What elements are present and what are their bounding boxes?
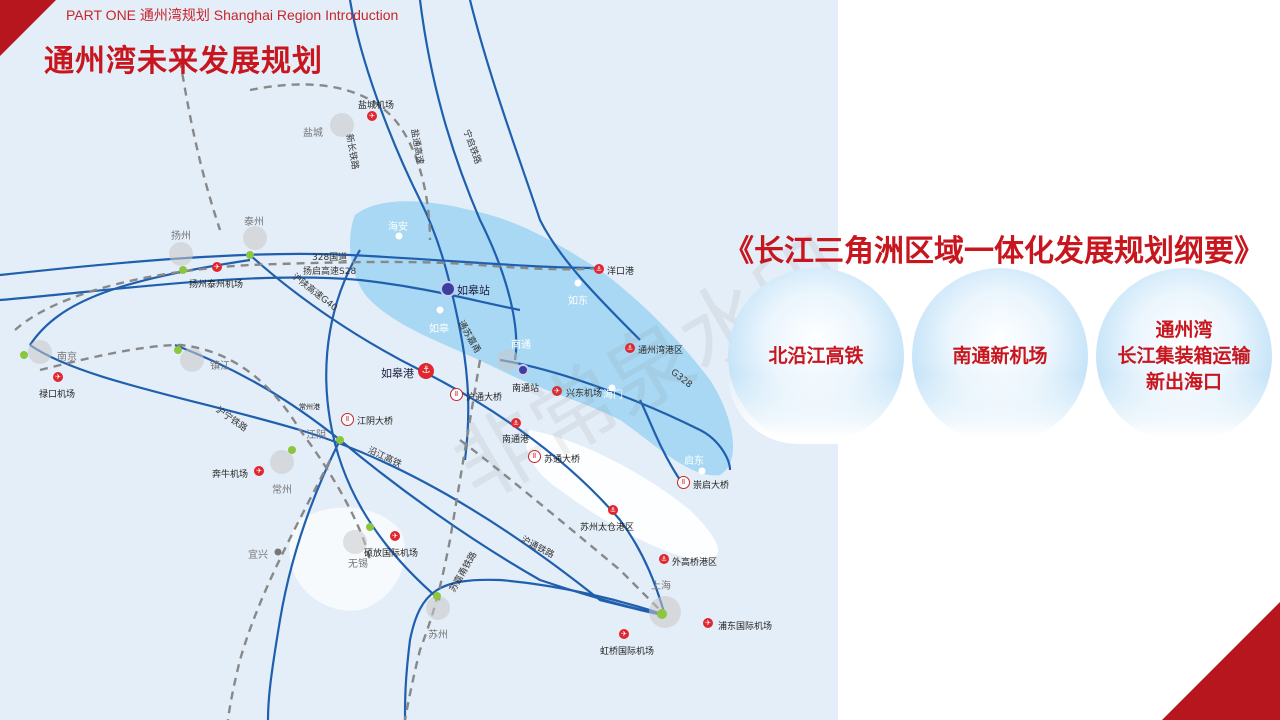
bridge-label-jiangyin: 江阴大桥 — [357, 417, 394, 427]
city-label-jiangyin: 江阴 — [306, 430, 326, 441]
airport-icon: ✈ — [212, 262, 222, 272]
airport-icon: ✈ — [552, 386, 562, 396]
station-icon — [440, 281, 456, 297]
port-icon: ⚓ — [511, 418, 521, 428]
city-label-shanghai: 上海 — [651, 581, 671, 592]
airport-label-xingdong: 兴东机场 — [566, 389, 603, 399]
bridge-icon: Ⅱ — [528, 450, 541, 463]
port-label-nantong: 南通港 — [502, 435, 530, 445]
bridge-label-sutong: 苏通大桥 — [544, 455, 581, 465]
airport-icon: ✈ — [703, 618, 713, 628]
city-label-changzhou: 常州 — [272, 485, 292, 496]
airport-label-benniu: 奔牛机场 — [212, 470, 249, 480]
bridge-icon: Ⅱ — [341, 413, 354, 426]
port-icon: ⚓ — [659, 554, 669, 564]
city-label-wuxi: 无锡 — [348, 559, 368, 570]
bubble-new-seaport: 通州湾 长江集装箱运输 新出海口 — [1096, 268, 1272, 444]
port-icon: ⚓ — [625, 343, 635, 353]
city-label-yangzhou: 扬州 — [171, 231, 191, 242]
port-label-yangkou: 洋口港 — [607, 267, 635, 277]
airport-label-yangtai: 扬州泰州机场 — [189, 280, 244, 290]
city-label-rugao: 如皋 — [429, 324, 449, 335]
city-label-nantong: 南通 — [511, 340, 531, 351]
station-icon — [517, 364, 529, 376]
airport-icon: ✈ — [619, 629, 629, 639]
port-icon: ⚓ — [608, 505, 618, 515]
airport-label-shuofang: 硕放国际机场 — [364, 549, 419, 559]
port-icon: ⚓ — [418, 363, 434, 379]
bubble-label: 北沿江高铁 — [768, 345, 864, 367]
city-label-yancheng: 盐城 — [303, 128, 323, 139]
city-label-taizhou: 泰州 — [244, 217, 264, 228]
port-icon: ⚓ — [594, 264, 604, 274]
airport-label-yancheng: 盐城机场 — [358, 101, 395, 111]
port-label-tzw: 通州湾港区 — [638, 346, 684, 356]
section-subtitle: PART ONE 通州湾规划 Shanghai Region Introduct… — [66, 7, 399, 23]
corner-decoration — [0, 0, 56, 56]
port-label-waigaoqiao: 外高桥港区 — [672, 558, 718, 568]
station-label-nantong: 南通站 — [512, 384, 540, 394]
plan-headline: 《长江三角洲区域一体化发展规划纲要》 — [724, 234, 1264, 269]
chongming-island — [526, 430, 719, 560]
city-label-nanjing: 南京 — [57, 352, 77, 363]
map-canvas — [0, 0, 734, 720]
airport-icon: ✈ — [254, 466, 264, 476]
taihu-lake — [289, 507, 406, 611]
bubble-label: 南通新机场 — [952, 345, 1048, 367]
road-label-328: 328国道 — [312, 253, 348, 263]
city-label-qidong: 启东 — [684, 456, 704, 467]
bubble-new-airport: 南通新机场 — [912, 268, 1088, 444]
airport-icon: ✈ — [367, 111, 377, 121]
page-title: 通州湾未来发展规划 — [44, 44, 323, 79]
bridge-icon: Ⅱ — [450, 388, 463, 401]
port-label-rugao: 如皋港 — [381, 367, 414, 380]
bubble-north-rail: 北沿江高铁 — [728, 268, 904, 444]
port-label-changzhou: 常州港 — [299, 403, 320, 411]
road-label-s28: 扬启高速S28 — [303, 267, 357, 277]
airport-label-lukou: 禄口机场 — [39, 390, 76, 400]
bridge-label-hutong: 沪通大桥 — [466, 393, 503, 403]
city-label-yixing: 宜兴 — [248, 550, 268, 561]
airport-label-pudong: 浦东国际机场 — [718, 622, 773, 632]
city-label-suzhou: 苏州 — [428, 630, 448, 641]
station-label-rugao: 如皋站 — [457, 284, 490, 297]
corner-decoration — [1162, 602, 1280, 720]
airport-label-hongqiao: 虹桥国际机场 — [600, 647, 655, 657]
bridge-icon: Ⅱ — [677, 476, 690, 489]
city-label-rudong: 如东 — [568, 296, 588, 307]
city-label-haimen: 海门 — [603, 390, 623, 401]
airport-icon: ✈ — [53, 372, 63, 382]
airport-icon: ✈ — [390, 531, 400, 541]
regional-map: 盐城 泰州 扬州 南京 镇江 江阴 常州 无锡 宜兴 苏州 上海 海安 如皋 如… — [0, 0, 838, 720]
city-label-haian: 海安 — [388, 222, 408, 233]
bubble-label: 通州湾 长江集装箱运输 新出海口 — [1117, 319, 1251, 393]
port-label-taicang: 苏州太仓港区 — [580, 523, 635, 533]
city-label-zhenjiang: 镇江 — [210, 361, 230, 372]
bridge-label-chongqi: 崇启大桥 — [693, 481, 730, 491]
